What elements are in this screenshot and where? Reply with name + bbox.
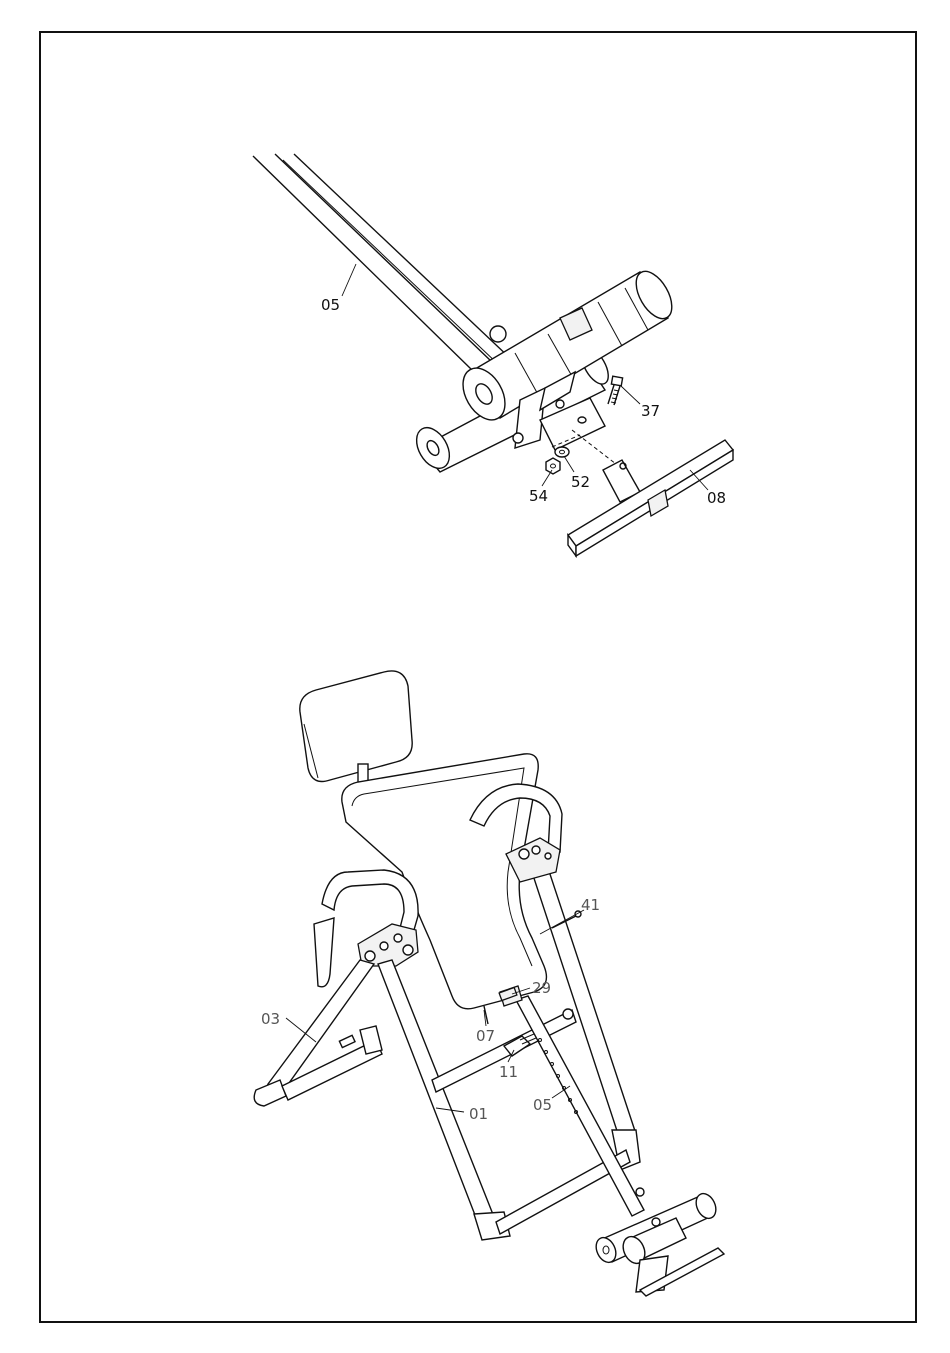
label-part-01: 01 bbox=[469, 1105, 488, 1123]
washer-52 bbox=[555, 447, 569, 457]
label-part-07: 07 bbox=[476, 1027, 495, 1045]
label-part-05-bottom: 05 bbox=[533, 1096, 552, 1114]
label-part-05-top: 05 bbox=[321, 296, 340, 314]
label-part-29: 29 bbox=[532, 979, 551, 997]
label-part-54: 54 bbox=[529, 487, 548, 505]
nut-54 bbox=[546, 458, 560, 474]
label-part-11: 11 bbox=[499, 1063, 518, 1081]
label-part-03: 03 bbox=[261, 1010, 280, 1028]
bottom-full-view: 41 29 03 07 11 05 01 bbox=[254, 671, 724, 1296]
label-part-08: 08 bbox=[707, 489, 726, 507]
left-pivot-bracket bbox=[358, 924, 418, 966]
top-detail-view: 05 37 54 52 08 bbox=[253, 154, 733, 556]
ankle-holder-assembly bbox=[592, 1188, 724, 1296]
label-part-37: 37 bbox=[641, 402, 660, 420]
head-pillow bbox=[300, 671, 412, 786]
extension-tube-05-top bbox=[253, 154, 512, 370]
label-part-52: 52 bbox=[571, 473, 590, 491]
label-part-41: 41 bbox=[581, 896, 600, 914]
bolt-37 bbox=[608, 376, 623, 405]
